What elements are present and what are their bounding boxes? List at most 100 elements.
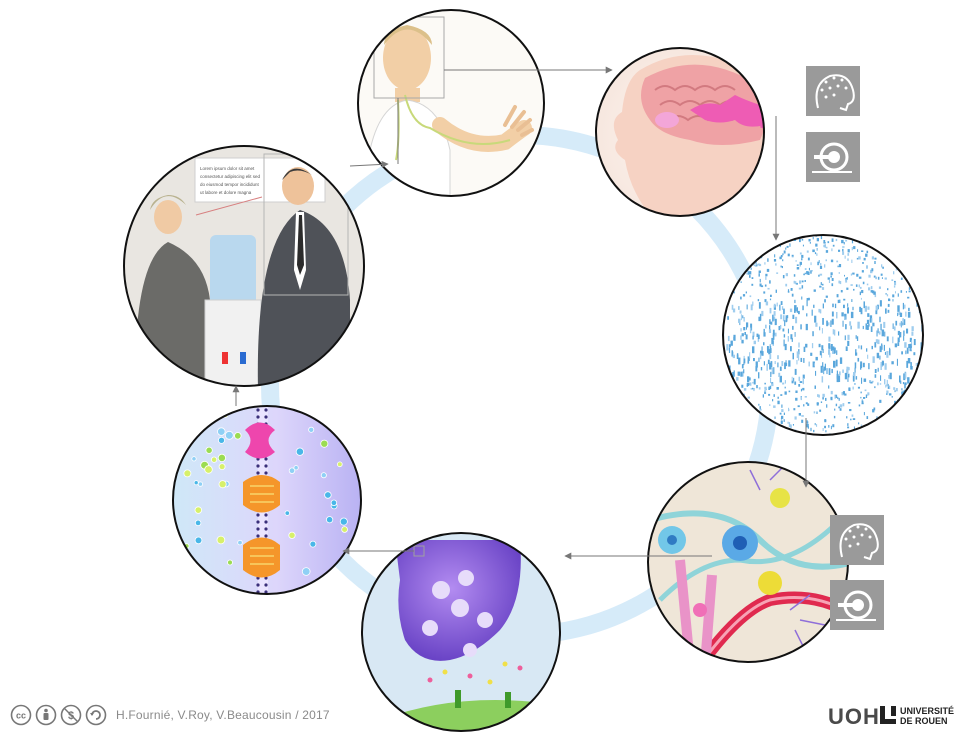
cortex-cell xyxy=(805,280,806,282)
ion-particle xyxy=(337,462,342,467)
cortex-cell xyxy=(770,299,771,301)
cortex-cell xyxy=(924,251,926,253)
cortex-cell xyxy=(737,355,739,359)
cortex-cell xyxy=(880,383,881,385)
cortex-cell xyxy=(833,329,834,334)
cortex-cell xyxy=(861,345,862,349)
cortex-cell xyxy=(851,326,852,330)
cortex-cell xyxy=(901,290,903,293)
cortex-cell xyxy=(782,429,784,431)
cortex-cell xyxy=(843,305,845,308)
membrane-lipid xyxy=(264,583,267,586)
cortex-cell xyxy=(732,389,733,392)
cortex-cell xyxy=(905,372,907,378)
cortex-cell xyxy=(845,279,847,282)
cortex-cell xyxy=(805,268,807,270)
cortex-cell xyxy=(784,334,785,337)
cortex-cell xyxy=(879,400,881,403)
cortex-cell xyxy=(897,342,899,346)
cortex-cell xyxy=(866,395,867,399)
cortex-cell xyxy=(842,252,844,255)
membrane-lipid xyxy=(264,520,267,523)
cortex-cell xyxy=(750,328,751,334)
cortex-cell xyxy=(826,368,828,374)
cortex-cell xyxy=(826,296,828,298)
cortex-cell xyxy=(887,288,888,290)
cortex-cell xyxy=(782,259,783,261)
cortex-cell xyxy=(908,262,910,264)
cortex-cell xyxy=(824,426,826,428)
cortex-cell xyxy=(814,437,815,440)
cortex-cell xyxy=(925,378,927,382)
cortex-cell xyxy=(880,300,882,306)
cortex-cell xyxy=(810,242,811,244)
ion-particle xyxy=(310,541,316,547)
cortex-cell xyxy=(906,408,908,410)
cortex-cell xyxy=(852,307,853,310)
cortex-cell xyxy=(822,394,824,397)
cortex-cell xyxy=(780,413,782,415)
cortex-cell xyxy=(879,242,881,245)
cortex-cell xyxy=(760,284,762,287)
cortex-cell xyxy=(924,437,926,439)
cortex-cell xyxy=(744,317,745,322)
cortex-cell xyxy=(897,305,899,312)
cortex-cell xyxy=(793,408,795,410)
cortex-cell xyxy=(759,264,761,266)
membrane-lipid xyxy=(256,408,259,411)
cortex-cell xyxy=(845,373,847,379)
cortex-cell xyxy=(760,314,761,321)
cortex-cell xyxy=(793,424,794,426)
cortex-cell xyxy=(732,382,733,385)
cortex-cell xyxy=(889,393,892,395)
cortex-cell xyxy=(783,435,785,437)
cortex-cell xyxy=(773,330,775,335)
cortex-cell xyxy=(767,258,768,262)
circle-neurons xyxy=(640,455,860,665)
cortex-cell xyxy=(840,408,842,411)
cortex-cell xyxy=(726,268,728,271)
cortex-cell xyxy=(861,290,863,293)
cortex-cell xyxy=(911,415,913,418)
cortex-cell xyxy=(773,405,776,408)
cortex-cell xyxy=(812,270,813,272)
cortex-cell xyxy=(812,343,813,348)
cortex-cell xyxy=(906,329,908,334)
cortex-cell xyxy=(808,258,810,261)
cortex-cell xyxy=(847,376,848,382)
cortex-cell xyxy=(861,298,862,300)
cortex-cell xyxy=(799,239,801,242)
ion-particle xyxy=(235,433,242,440)
cortex-cell xyxy=(785,284,787,287)
cortex-cell xyxy=(800,253,802,255)
cortex-cell xyxy=(861,378,862,384)
cortex-cell xyxy=(748,397,750,399)
cortex-cell xyxy=(726,287,727,289)
cortex-cell xyxy=(752,388,753,390)
cortex-cell xyxy=(732,350,734,354)
cortex-cell xyxy=(793,378,794,382)
cortex-cell xyxy=(899,427,900,430)
cortex-cell xyxy=(873,433,875,435)
cortex-cell xyxy=(880,346,882,352)
cortex-cell xyxy=(759,249,761,252)
cortex-cell xyxy=(923,235,924,238)
cortex-cell xyxy=(792,315,794,319)
cortex-cell xyxy=(902,318,904,323)
cortex-cell xyxy=(773,335,775,340)
cortex-cell xyxy=(825,245,826,248)
membrane-lipid xyxy=(256,464,259,467)
cortex-cell xyxy=(764,387,766,390)
cortex-cell xyxy=(822,328,823,334)
cortex-cell xyxy=(817,238,819,241)
membrane-lipid xyxy=(256,534,259,537)
cortex-cell xyxy=(847,341,849,346)
cortex-cell xyxy=(764,262,765,264)
cortex-cell xyxy=(751,388,753,390)
cortex-cell xyxy=(923,348,924,351)
cortex-cell xyxy=(760,409,762,411)
ion-particle xyxy=(326,517,332,523)
cortex-cell xyxy=(894,406,896,409)
cortex-cell xyxy=(788,289,789,292)
cortex-cell xyxy=(918,414,920,417)
